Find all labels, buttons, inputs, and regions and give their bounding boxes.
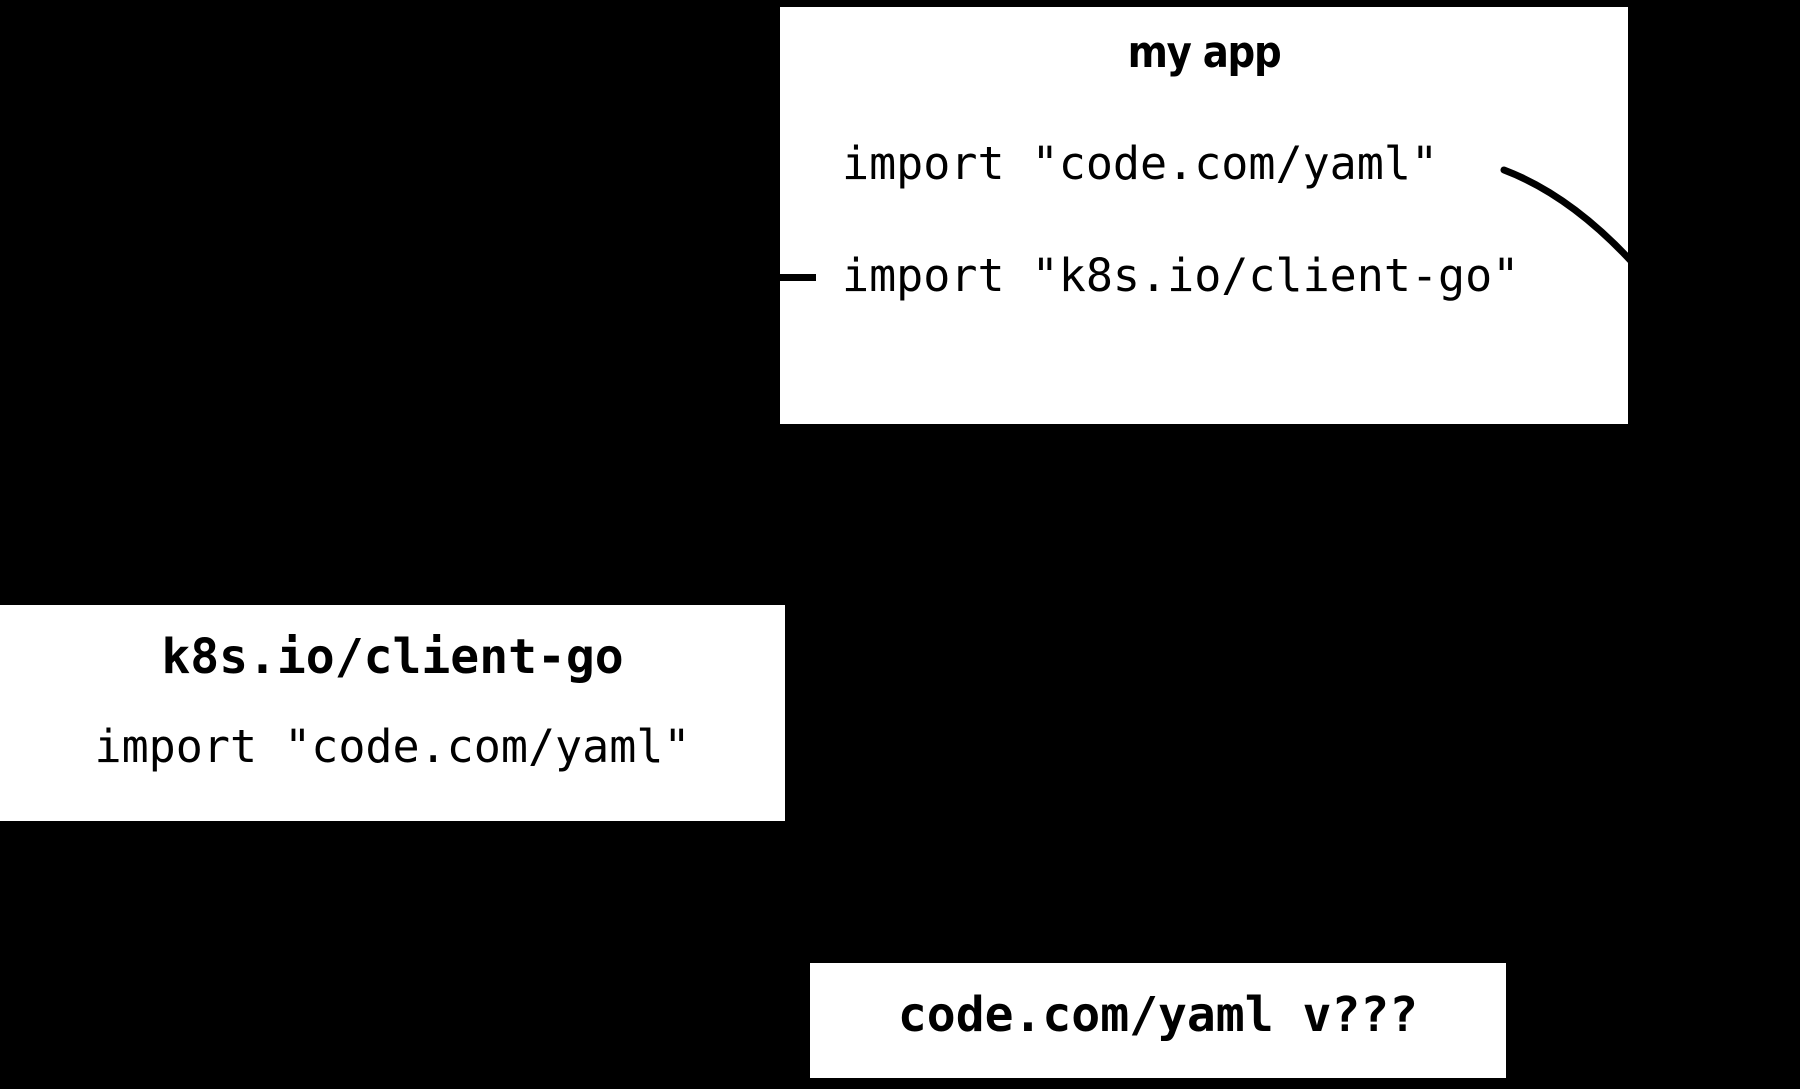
node-code-com-yaml-title: code.com/yaml v???	[897, 987, 1419, 1043]
node-code-com-yaml[interactable]: code.com/yaml v???	[810, 963, 1506, 1078]
node-k8s-io-client-go[interactable]: k8s.io/client-go import "code.com/yaml"	[0, 605, 785, 821]
node-k8s-io-client-go-title: k8s.io/client-go	[161, 629, 624, 685]
node-k8s-io-client-go-import-code-com-yaml: import "code.com/yaml"	[94, 720, 691, 773]
node-my-app-title: my app	[1127, 27, 1282, 78]
node-my-app[interactable]: my app import "code.com/yaml" import "k8…	[780, 7, 1628, 424]
edge-my-app-to-client-go	[776, 274, 816, 281]
node-my-app-import-k8s-io-client-go: import "k8s.io/client-go"	[842, 249, 1520, 302]
node-my-app-import-code-com-yaml: import "code.com/yaml"	[842, 137, 1439, 190]
